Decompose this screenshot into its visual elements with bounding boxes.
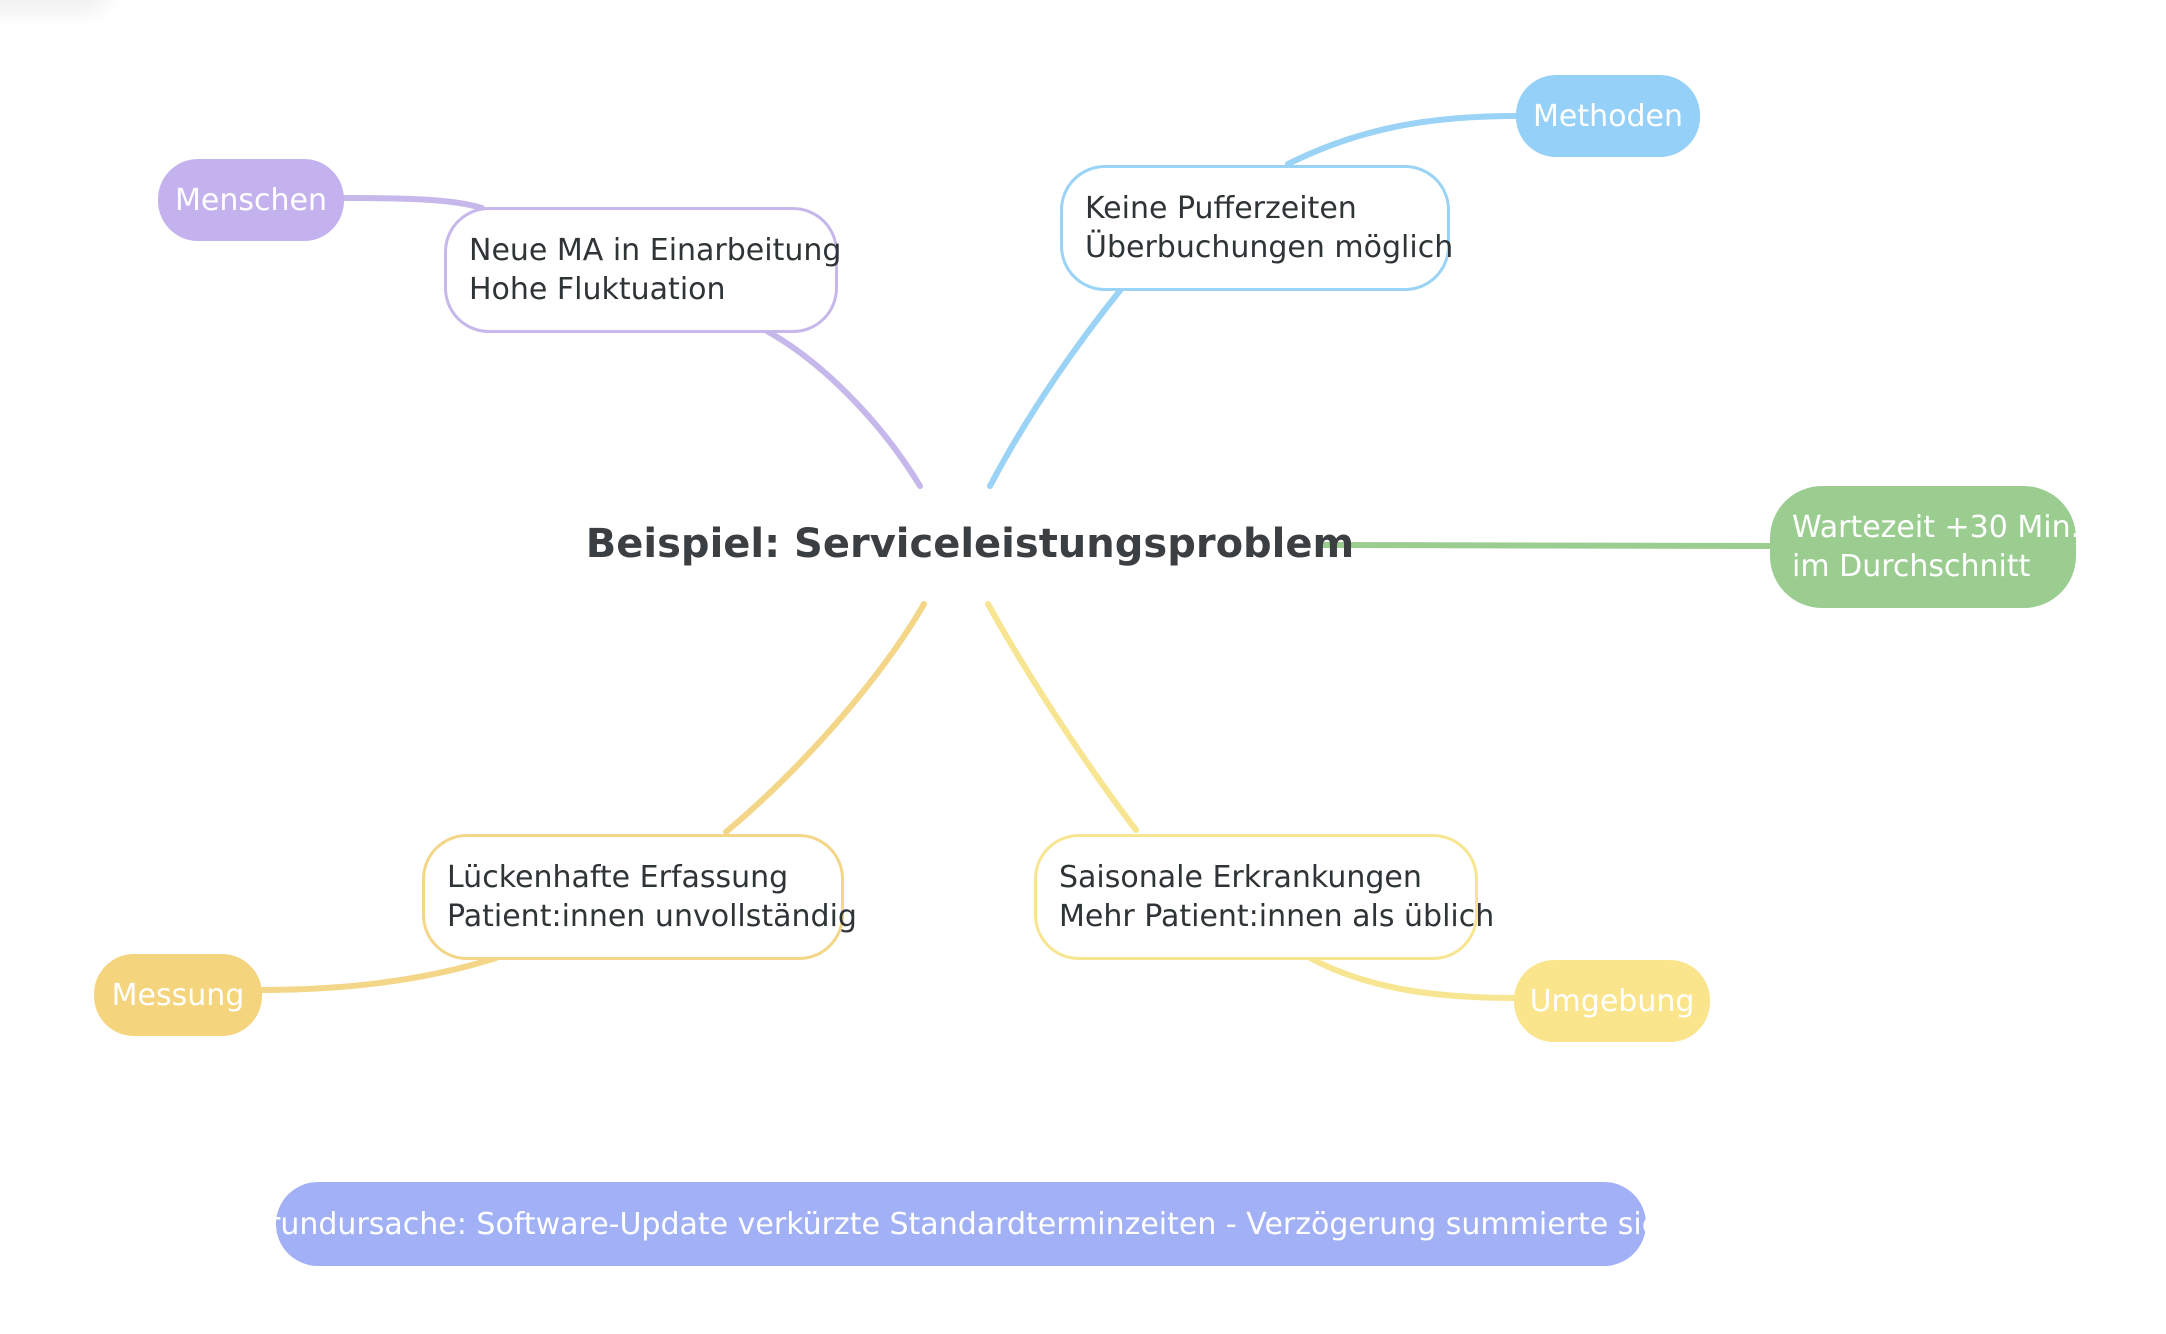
effect-line-1: Wartezeit +30 Min.	[1792, 510, 2081, 545]
cause-box-messung[interactable]: Lückenhafte Erfassung Patient:innen unvo…	[422, 834, 857, 960]
connector-center-to-umgebung-cause	[985, 601, 1139, 833]
cause-box-methoden[interactable]: Keine Pufferzeiten Überbuchungen möglich	[1060, 165, 1454, 291]
cause-line-2: Mehr Patient:innen als üblich	[1059, 899, 1495, 934]
connector-messung-cause-to-messung	[259, 955, 499, 993]
cause-line-1: Keine Pufferzeiten	[1085, 191, 1357, 226]
category-menschen[interactable]: Menschen	[158, 159, 344, 241]
connector-umgebung-cause-to-umgebung	[1307, 955, 1519, 1001]
root-cause-label: Grundursache: Software-Update verkürzte …	[244, 1206, 1678, 1242]
cause-line-2: Patient:innen unvollständig	[447, 899, 857, 934]
category-methoden[interactable]: Methoden	[1516, 75, 1700, 157]
category-label: Umgebung	[1529, 983, 1695, 1019]
cause-line-2: Überbuchungen möglich	[1085, 230, 1454, 265]
category-label: Menschen	[175, 182, 327, 218]
effect-node[interactable]: Wartezeit +30 Min. im Durchschnitt	[1770, 486, 2081, 608]
category-messung[interactable]: Messung	[94, 954, 262, 1036]
connector-methoden-cause-to-methoden	[1285, 113, 1519, 167]
cause-box-umgebung[interactable]: Saisonale Erkrankungen Mehr Patient:inne…	[1034, 834, 1495, 960]
cause-line-1: Saisonale Erkrankungen	[1059, 860, 1422, 895]
category-umgebung[interactable]: Umgebung	[1514, 960, 1710, 1042]
connector-center-to-methoden-cause	[987, 285, 1125, 489]
category-label: Messung	[111, 977, 245, 1013]
connector-menschen-cause-to-menschen	[342, 195, 485, 211]
effect-line-2: im Durchschnitt	[1792, 549, 2031, 584]
connector-center-to-menschen-cause	[762, 327, 923, 489]
cause-line-1: Neue MA in Einarbeitung	[469, 233, 842, 268]
cause-box-menschen[interactable]: Neue MA in Einarbeitung Hohe Fluktuation	[444, 207, 842, 333]
connector-center-to-effect	[1319, 542, 1773, 549]
center-topic[interactable]: Beispiel: Serviceleistungsproblem	[585, 521, 1355, 567]
connector-center-to-messung-cause	[723, 601, 927, 835]
cause-line-2: Hohe Fluktuation	[469, 272, 726, 307]
corner-shadow	[0, 0, 110, 15]
category-label: Methoden	[1533, 98, 1683, 134]
cause-line-1: Lückenhafte Erfassung	[447, 860, 789, 895]
root-cause-banner[interactable]: Grundursache: Software-Update verkürzte …	[245, 1182, 1677, 1266]
